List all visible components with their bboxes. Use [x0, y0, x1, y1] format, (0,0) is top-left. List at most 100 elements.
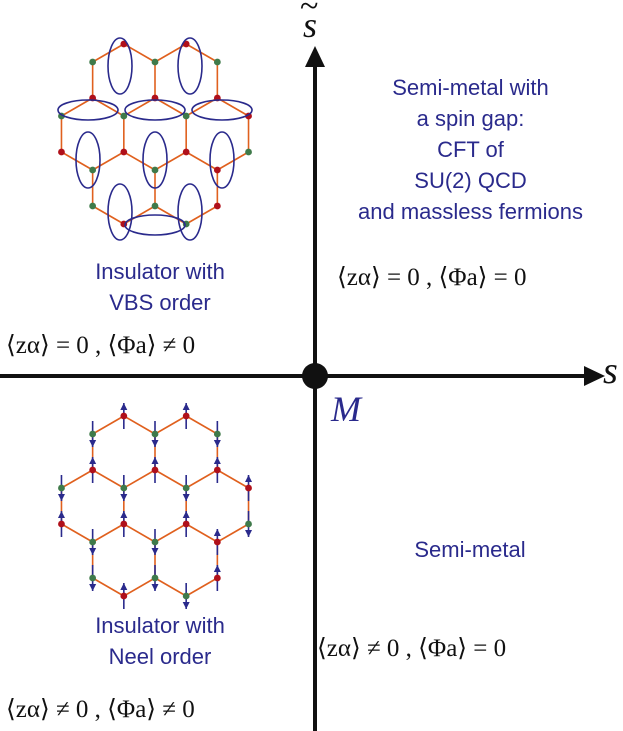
spin-arrowhead: [182, 494, 190, 501]
spin-arrowhead: [89, 457, 97, 464]
description-line: Semi-metal with: [392, 75, 549, 100]
lattice-site: [213, 58, 221, 66]
bottom-left-description: Insulator with Neel order: [20, 610, 300, 672]
lattice-site: [213, 466, 221, 474]
top-left-formula: ⟨zα⟩ = 0 , ⟨Φa⟩ ≠ 0: [6, 332, 196, 359]
dimer-ellipse: [177, 37, 203, 95]
top-left-description: Insulator with VBS order: [20, 256, 300, 318]
dimer-ellipse: [124, 214, 186, 236]
spin-arrowhead: [245, 475, 253, 482]
lattice-site: [151, 430, 159, 438]
lattice-site: [213, 574, 221, 582]
lattice-bond: [154, 523, 187, 543]
y-axis-label-accent: ~: [300, 0, 319, 25]
lattice-site: [182, 112, 190, 120]
spin-arrowhead: [213, 565, 221, 572]
spin-arrowhead: [89, 584, 97, 591]
lattice-site: [213, 538, 221, 546]
lattice-bond: [185, 469, 218, 489]
description-line: CFT of: [437, 137, 504, 162]
lattice-site: [245, 520, 252, 528]
description-line: a spin gap:: [416, 106, 525, 131]
lattice-site: [182, 412, 190, 420]
spin-arrowhead: [182, 403, 190, 410]
lattice-site: [151, 58, 159, 66]
lattice-bond: [154, 205, 187, 225]
lattice-bond: [154, 415, 187, 435]
lattice-bond: [123, 151, 156, 171]
lattice-bond: [92, 577, 125, 597]
lattice-site: [182, 148, 190, 156]
lattice-bond: [61, 97, 94, 117]
top-right-description: Semi-metal with a spin gap: CFT of SU(2)…: [318, 72, 623, 227]
spin-arrowhead: [57, 494, 65, 501]
lattice-site: [245, 484, 252, 492]
description-line: and massless fermions: [358, 199, 583, 224]
spin-arrowhead: [151, 584, 159, 591]
lattice-bond: [216, 523, 249, 543]
x-axis-arrowhead: [584, 366, 605, 386]
lattice-site: [213, 202, 221, 210]
top-right-formula: ⟨zα⟩ = 0 , ⟨Φa⟩ = 0: [337, 264, 527, 291]
lattice-site: [182, 520, 190, 528]
lattice-bond: [123, 205, 156, 225]
spin-arrowhead: [89, 440, 97, 447]
lattice-site: [120, 592, 128, 600]
lattice-site: [89, 58, 97, 66]
lattice-site: [89, 202, 97, 210]
description-line: Neel order: [108, 644, 212, 669]
lattice-site: [151, 574, 159, 582]
y-axis-label: s: [303, 5, 318, 45]
spin-arrowhead: [120, 403, 128, 410]
lattice-bond: [123, 469, 156, 489]
dimer-ellipse: [124, 99, 186, 121]
lattice-site: [120, 484, 128, 492]
lattice-bond: [123, 97, 156, 117]
lattice-site: [245, 148, 252, 156]
origin-label: M: [331, 389, 361, 429]
lattice-site: [151, 202, 159, 210]
bottom-right-formula: ⟨zα⟩ ≠ 0 , ⟨Φa⟩ = 0: [317, 635, 507, 662]
spin-arrowhead: [182, 511, 190, 518]
description-line: VBS order: [109, 290, 211, 315]
spin-arrowhead: [151, 440, 159, 447]
lattice-bond: [185, 577, 218, 597]
lattice-bond: [61, 469, 94, 489]
dimer-ellipse: [75, 131, 101, 189]
lattice-site: [182, 484, 190, 492]
lattice-bond: [123, 523, 156, 543]
lattice-site: [89, 430, 97, 438]
lattice-site: [151, 466, 159, 474]
lattice-site: [151, 166, 159, 174]
lattice-bond: [154, 97, 187, 117]
dimer-ellipse: [57, 99, 119, 121]
spin-arrowhead: [245, 530, 253, 537]
lattice-site: [89, 166, 97, 174]
dimer-ellipse: [107, 37, 133, 95]
description-line: Semi-metal: [414, 537, 526, 562]
origin-dot: [302, 363, 328, 389]
spin-arrowhead: [182, 602, 190, 609]
lattice-site: [120, 412, 128, 420]
dimer-ellipse: [191, 99, 253, 121]
description-line: SU(2) QCD: [414, 168, 527, 193]
lattice-site: [213, 430, 221, 438]
dimer-ellipse: [142, 131, 168, 189]
lattice-bond: [92, 469, 125, 489]
neel-lattice-figure: [57, 403, 253, 609]
spin-arrowhead: [120, 511, 128, 518]
spin-arrowhead: [57, 511, 65, 518]
lattice-bond: [123, 577, 156, 597]
lattice-bond: [92, 415, 125, 435]
y-axis-arrowhead: [305, 46, 325, 67]
bottom-right-description: Semi-metal: [330, 534, 610, 565]
lattice-site: [151, 538, 159, 546]
lattice-bond: [185, 523, 218, 543]
lattice-bond: [61, 523, 94, 543]
spin-arrowhead: [120, 494, 128, 501]
lattice-site: [58, 148, 65, 156]
lattice-bond: [92, 43, 125, 63]
lattice-bond: [154, 577, 187, 597]
